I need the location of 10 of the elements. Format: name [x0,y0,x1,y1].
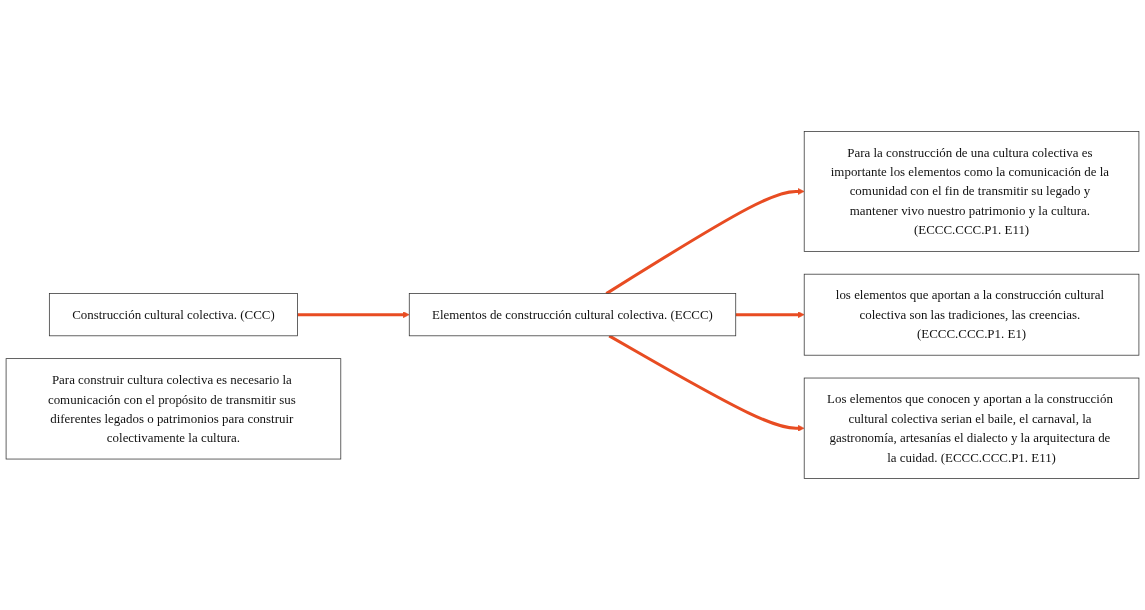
arrow [735,311,805,319]
node-box: Para la construcción de una cultura colectiva es importante los elementos como la comunicación de la comunidad con el fin de transmitir su legado y mantener vivo nuestro patrimonio y la cultura. (ECCC.CCC.P1. E11) [803,131,1140,252]
node-box: Construcción cultural colectiva. (CCC) [48,293,298,337]
node-box: Los elementos que conocen y aportan a la construcción cultural colectiva serian el baile, el carnaval, la gastronomía, artesanías el dialecto y la arquitectura de la cuidad. (ECCC.CCC.P1. E11) [803,377,1140,479]
node-box: los elementos que aportan a la construcción cultural colectiva son las tradiciones, las creencias. (ECCC.CCC.P1. E1) [803,273,1140,356]
arrow [608,334,805,432]
node-box: Elementos de construcción cultural colectiva. (ECCC) [408,293,737,337]
arrow [297,311,410,319]
node-box: Para construir cultura colectiva es necesario la comunicación con el propósito de transmitir sus diferentes legados o patrimonios para construir colectivamente la cultura. [5,358,342,460]
arrow [605,188,805,295]
